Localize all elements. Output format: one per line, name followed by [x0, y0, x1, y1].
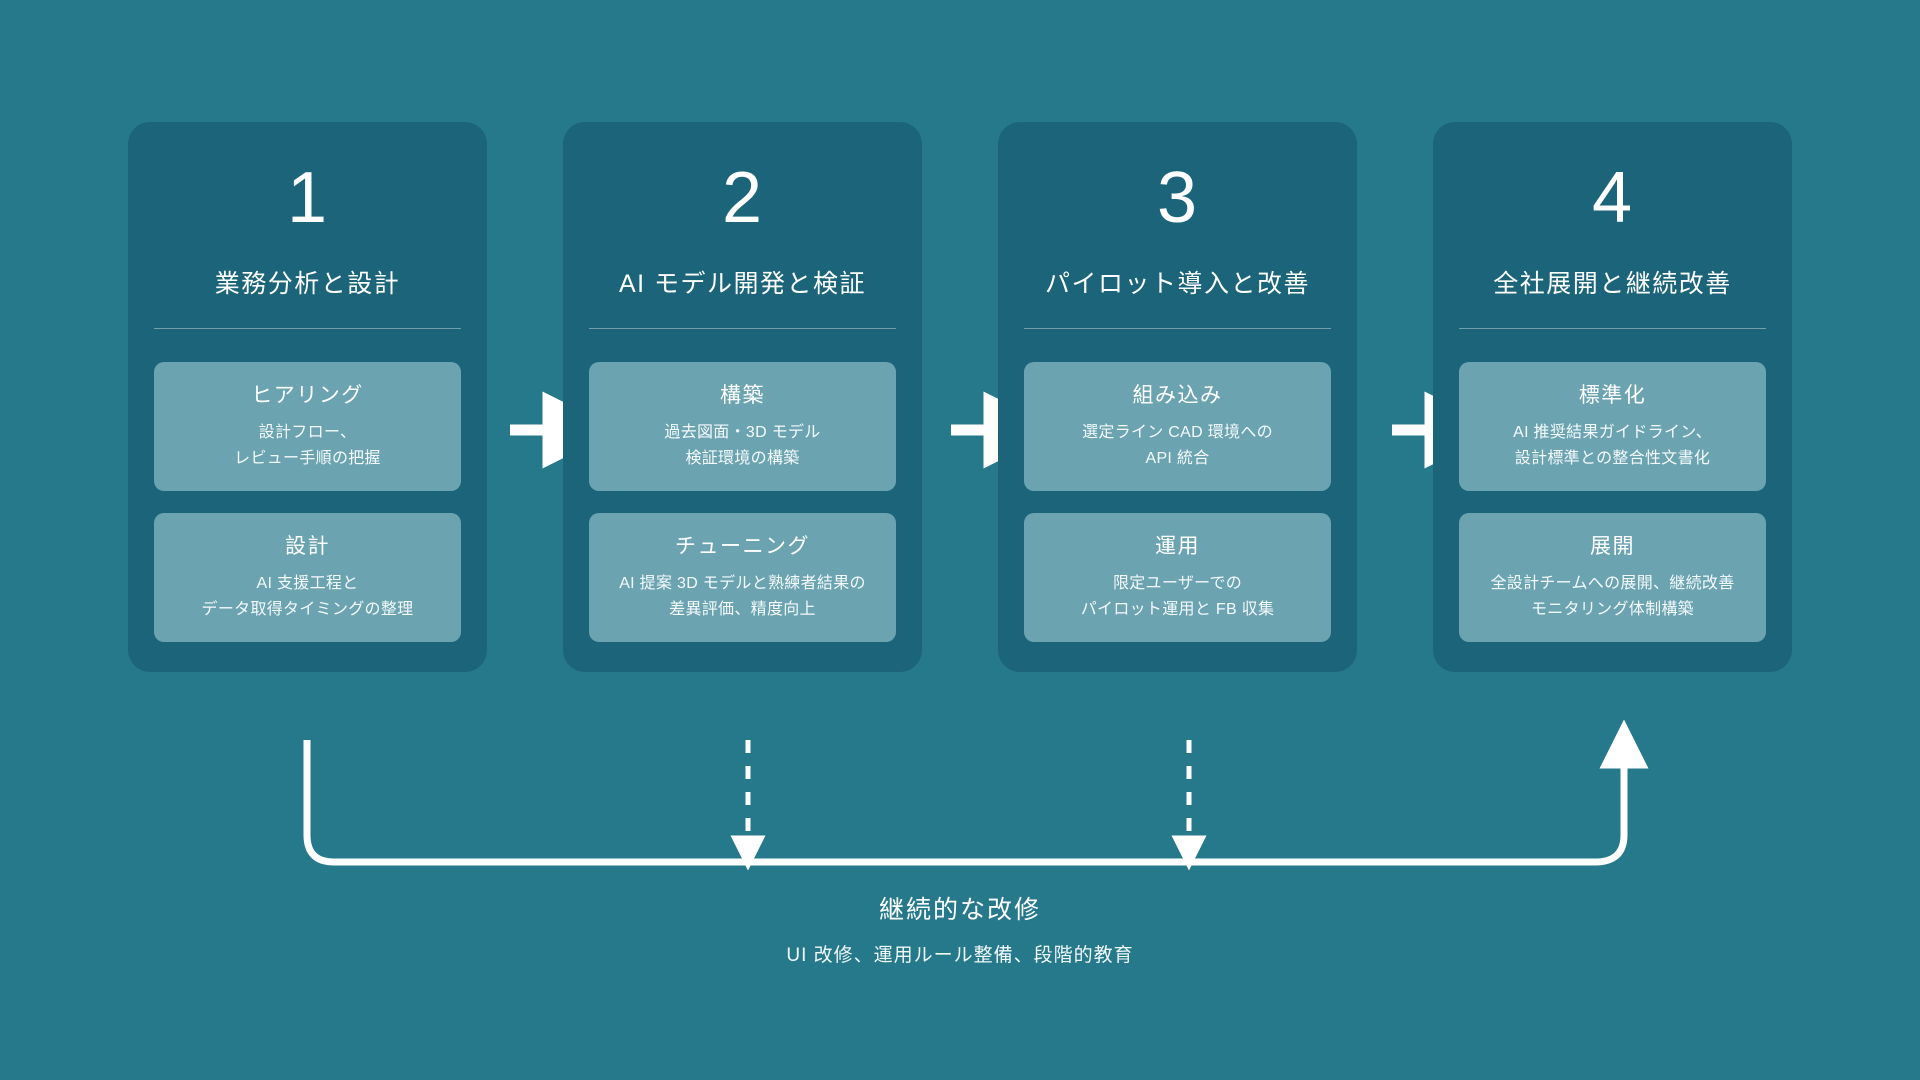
- subcard-title: 構築: [720, 384, 765, 407]
- subcard-title: チューニング: [675, 534, 810, 558]
- subcard-title: 展開: [1590, 534, 1635, 558]
- subcard-body: 過去図面・3D モデル 検証環境の構築: [603, 420, 882, 472]
- subcard[interactable]: 展開 全設計チームへの展開、継続改善 モニタリング体制構築: [1459, 512, 1766, 642]
- phase-card-1[interactable]: 1 業務分析と設計 ヒアリング 設計フロー、 レビュー手順の把握 設計 AI 支…: [128, 122, 487, 672]
- phase-columns: 1 業務分析と設計 ヒアリング 設計フロー、 レビュー手順の把握 設計 AI 支…: [128, 122, 1792, 672]
- phase-number: 4: [1591, 158, 1634, 238]
- subcard-line-2: 検証環境の構築: [685, 449, 800, 467]
- subcard-line-1: AI 提案 3D モデルと熟練者結果の: [619, 574, 866, 592]
- subcard-line-1: AI 推奨結果ガイドライン、: [1513, 424, 1712, 441]
- subcard-line-1: 過去図面・3D モデル: [664, 424, 821, 441]
- subcard-body: 選定ライン CAD 環境への API 統合: [1038, 420, 1317, 472]
- subcard-title: 設計: [285, 534, 330, 558]
- subcard-line-1: 設計フロー、: [258, 424, 357, 441]
- subcard-line-2: 設計標準との整合性文書化: [1514, 449, 1711, 467]
- subcard[interactable]: 標準化 AI 推奨結果ガイドライン、 設計標準との整合性文書化: [1459, 362, 1766, 491]
- phase-divider: [1459, 328, 1766, 329]
- subcard-line-1: 選定ライン CAD 環境への: [1082, 424, 1273, 441]
- subcard[interactable]: チューニング AI 提案 3D モデルと熟練者結果の 差異評価、精度向上: [589, 512, 896, 642]
- phase-divider: [1024, 328, 1331, 329]
- subcard-line-2: API 統合: [1145, 449, 1210, 467]
- phase-title: 全社展開と継続改善: [1493, 270, 1732, 298]
- subcard-body: 限定ユーザーでの パイロット運用と FB 収集: [1038, 571, 1317, 623]
- phase-title: AI モデル開発と検証: [618, 270, 867, 298]
- subcard-line-2: モニタリング体制構築: [1530, 600, 1694, 618]
- phase-card-2[interactable]: 2 AI モデル開発と検証 構築 過去図面・3D モデル 検証環境の構築 チュー…: [563, 122, 922, 672]
- subcard-body: 全設計チームへの展開、継続改善 モニタリング体制構築: [1473, 571, 1752, 623]
- phase-title: 業務分析と設計: [214, 270, 401, 298]
- subcard-line-1: 全設計チームへの展開、継続改善: [1490, 574, 1735, 592]
- subcard[interactable]: 設計 AI 支援工程と データ取得タイミングの整理: [154, 512, 461, 642]
- subcard-title: ヒアリング: [251, 384, 364, 407]
- subcard-body: 設計フロー、 レビュー手順の把握: [168, 420, 447, 472]
- phase-card-4[interactable]: 4 全社展開と継続改善 標準化 AI 推奨結果ガイドライン、 設計標準との整合性…: [1433, 122, 1792, 672]
- subcard[interactable]: 構築 過去図面・3D モデル 検証環境の構築: [589, 362, 896, 491]
- phase-divider: [154, 328, 461, 329]
- subcard-title: 組み込み: [1132, 384, 1223, 407]
- subcard-line-2: パイロット運用と FB 収集: [1080, 600, 1275, 618]
- subcard-line-2: 差異評価、精度向上: [669, 600, 816, 618]
- phase-number: 2: [721, 158, 764, 238]
- subcard-line-2: データ取得タイミングの整理: [201, 600, 414, 618]
- subcard-body: AI 推奨結果ガイドライン、 設計標準との整合性文書化: [1473, 420, 1752, 472]
- phase-card-3[interactable]: 3 パイロット導入と改善 組み込み 選定ライン CAD 環境への API 統合 …: [998, 122, 1357, 672]
- subcard-line-2: レビュー手順の把握: [234, 449, 381, 467]
- subcard-title: 標準化: [1578, 384, 1647, 407]
- subcard-body: AI 提案 3D モデルと熟練者結果の 差異評価、精度向上: [603, 571, 882, 623]
- subcard-body: AI 支援工程と データ取得タイミングの整理: [168, 571, 447, 623]
- feedback-loop-title: 継続的な改修: [878, 896, 1041, 924]
- subcard-title: 運用: [1155, 534, 1200, 558]
- feedback-loop-subtitle: UI 改修、運用ルール整備、段階的教育: [786, 945, 1134, 966]
- phase-title: パイロット導入と改善: [1044, 270, 1310, 298]
- phase-number: 1: [286, 158, 329, 238]
- subcard-line-1: 限定ユーザーでの: [1112, 574, 1243, 592]
- subcard[interactable]: 運用 限定ユーザーでの パイロット運用と FB 収集: [1024, 512, 1331, 642]
- feedback-loop-path: [303, 719, 1649, 866]
- phase-divider: [589, 328, 896, 329]
- feedback-loop-caption: 継続的な改修 UI 改修、運用ルール整備、段階的教育: [0, 890, 1920, 967]
- subcard[interactable]: ヒアリング 設計フロー、 レビュー手順の把握: [154, 362, 461, 491]
- subcard-line-1: AI 支援工程と: [256, 574, 359, 592]
- subcard[interactable]: 組み込み 選定ライン CAD 環境への API 統合: [1024, 362, 1331, 491]
- phase-number: 3: [1156, 158, 1199, 238]
